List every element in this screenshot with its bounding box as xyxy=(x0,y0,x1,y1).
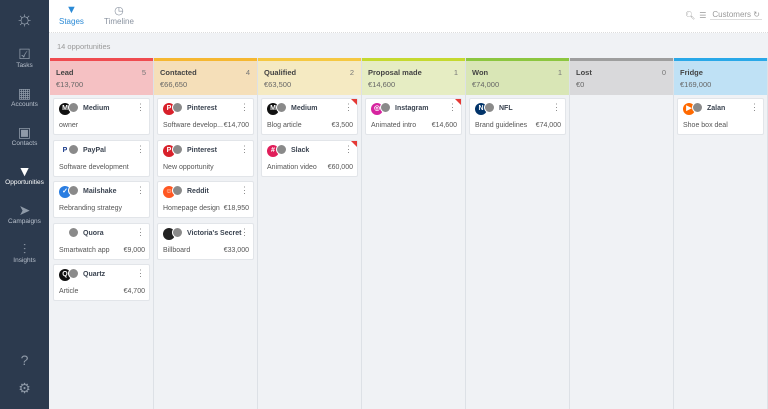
stage-color-bar xyxy=(674,58,767,61)
stage-header[interactable]: Proposal made 1 €14,600 xyxy=(362,61,465,95)
more-options-icon[interactable]: ⋮ xyxy=(240,102,249,112)
sidebar-item-opportunities[interactable]: ▼Opportunities xyxy=(5,163,44,186)
sidebar-item-insights[interactable]: ⫶Insights xyxy=(13,241,36,264)
stage-column-won: Won 1 €74,000 N NFL ⋮ Brand guidelines €… xyxy=(466,58,570,409)
avatar xyxy=(380,102,391,113)
stage-header[interactable]: Lost 0 €0 xyxy=(570,61,673,95)
flag-icon xyxy=(455,99,461,105)
more-options-icon[interactable]: ⋮ xyxy=(136,185,145,195)
building-icon: ▦ xyxy=(17,85,32,101)
stage-color-bar xyxy=(154,58,257,61)
avatar xyxy=(68,268,79,279)
opportunity-card[interactable]: ☺ Reddit ⋮ Homepage design €18,950 xyxy=(157,181,254,218)
send-icon: ➤ xyxy=(18,202,31,218)
sidebar-item-contacts[interactable]: ▣Contacts xyxy=(11,124,38,147)
avatar xyxy=(172,144,183,155)
waveform-icon: ⫶ xyxy=(22,241,27,257)
customer-filter-select[interactable]: Customers ↻ xyxy=(710,10,762,20)
avatar xyxy=(68,185,79,196)
stage-header[interactable]: Lead 5 €13,700 xyxy=(50,61,153,95)
stage-header[interactable]: Fridge €169,000 xyxy=(674,61,767,95)
opportunity-card[interactable]: # Slack ⋮ Animation video €60,000 xyxy=(261,140,358,177)
opportunity-card[interactable]: ▶ Zalan ⋮ Shoe box deal xyxy=(677,98,764,135)
more-options-icon[interactable]: ⋮ xyxy=(448,102,457,112)
refresh-icon: ↻ xyxy=(753,10,760,19)
stage-column-proposal-made: Proposal made 1 €14,600 ◎ Instagram ⋮ An… xyxy=(362,58,466,409)
opportunity-card[interactable]: P Pinterest ⋮ Software develop... €14,70… xyxy=(157,98,254,135)
tab-stages[interactable]: ▼Stages xyxy=(59,4,84,26)
stage-column-fridge: Fridge €169,000 ▶ Zalan ⋮ Shoe box deal xyxy=(674,58,768,409)
opportunity-card[interactable]: ◎ Instagram ⋮ Animated intro €14,600 xyxy=(365,98,462,135)
funnel-icon: ▼ xyxy=(66,4,77,16)
stage-column-lead: Lead 5 €13,700 M Medium ⋮ owner P PayPal… xyxy=(50,58,154,409)
search-icon[interactable]: 🔍︎ xyxy=(685,10,696,20)
opportunity-card[interactable]: ✓ Mailshake ⋮ Rebranding strategy xyxy=(53,181,150,218)
stage-header[interactable]: Contacted 4 €66,650 xyxy=(154,61,257,95)
more-options-icon[interactable]: ⋮ xyxy=(240,185,249,195)
more-options-icon[interactable]: ⋮ xyxy=(750,102,759,112)
stage-header[interactable]: Won 1 €74,000 xyxy=(466,61,569,95)
more-options-icon[interactable]: ⋮ xyxy=(136,268,145,278)
opportunity-card[interactable]: N NFL ⋮ Brand guidelines €74,000 xyxy=(469,98,566,135)
stage-color-bar xyxy=(362,58,465,61)
sidebar-item-accounts[interactable]: ▦Accounts xyxy=(11,85,38,108)
more-options-icon[interactable]: ⋮ xyxy=(240,227,249,237)
avatar xyxy=(68,144,79,155)
avatar xyxy=(172,102,183,113)
avatar xyxy=(172,185,183,196)
clock-icon: ◷ xyxy=(114,5,124,17)
more-options-icon[interactable]: ⋮ xyxy=(136,227,145,237)
stage-color-bar xyxy=(50,58,153,61)
sidebar-item-tasks[interactable]: ☑Tasks xyxy=(16,46,33,69)
flag-icon xyxy=(351,99,357,105)
sidebar-item-campaigns[interactable]: ➤Campaigns xyxy=(8,202,41,225)
opportunity-card[interactable]: M Medium ⋮ Blog article €3,500 xyxy=(261,98,358,135)
more-options-icon[interactable]: ⋮ xyxy=(344,102,353,112)
opportunity-card[interactable]: Victoria's Secret ⋮ Billboard €33,000 xyxy=(157,223,254,260)
sidebar: ☼ ☑Tasks ▦Accounts ▣Contacts ▼Opportunities… xyxy=(0,0,49,409)
more-options-icon[interactable]: ⋮ xyxy=(136,144,145,154)
stage-column-qualified: Qualified 2 €63,500 M Medium ⋮ Blog arti… xyxy=(258,58,362,409)
avatar xyxy=(172,227,183,238)
stage-color-bar xyxy=(570,58,673,61)
stage-column-contacted: Contacted 4 €66,650 P Pinterest ⋮ Softwa… xyxy=(154,58,258,409)
contact-card-icon: ▣ xyxy=(17,124,32,140)
opportunity-card[interactable]: P Pinterest ⋮ New opportunity xyxy=(157,140,254,177)
more-options-icon[interactable]: ⋮ xyxy=(344,144,353,154)
app-logo-icon: ☼ xyxy=(15,7,34,30)
tab-timeline[interactable]: ◷Timeline xyxy=(104,5,134,26)
stage-column-lost: Lost 0 €0 xyxy=(570,58,674,409)
more-options-icon[interactable]: ⋮ xyxy=(240,144,249,154)
avatar xyxy=(276,102,287,113)
avatar xyxy=(692,102,703,113)
more-options-icon[interactable]: ⋮ xyxy=(136,102,145,112)
avatar xyxy=(68,227,79,238)
more-options-icon[interactable]: ⋮ xyxy=(552,102,561,112)
opportunity-card[interactable]: M Medium ⋮ owner xyxy=(53,98,150,135)
opportunity-card[interactable]: P PayPal ⋮ Software development xyxy=(53,140,150,177)
opportunity-card[interactable]: Quora ⋮ Smartwatch app €9,000 xyxy=(53,223,150,260)
flag-icon xyxy=(351,141,357,147)
stage-color-bar xyxy=(258,58,361,61)
stage-header[interactable]: Qualified 2 €63,500 xyxy=(258,61,361,95)
funnel-icon: ▼ xyxy=(17,163,32,179)
stage-color-bar xyxy=(466,58,569,61)
top-bar: ▼Stages ◷Timeline 🔍︎ ☰ Customers ↻ xyxy=(49,0,768,33)
avatar xyxy=(484,102,495,113)
opportunity-card[interactable]: Q Quartz ⋮ Article €4,700 xyxy=(53,264,150,301)
checkbox-icon: ☑ xyxy=(18,46,31,62)
gear-icon[interactable]: ⚙ xyxy=(18,380,31,396)
help-icon[interactable]: ? xyxy=(20,352,29,368)
avatar xyxy=(276,144,287,155)
opportunity-count: 14 opportunities xyxy=(57,42,111,51)
avatar xyxy=(68,102,79,113)
filter-icon[interactable]: ☰ xyxy=(699,10,707,20)
